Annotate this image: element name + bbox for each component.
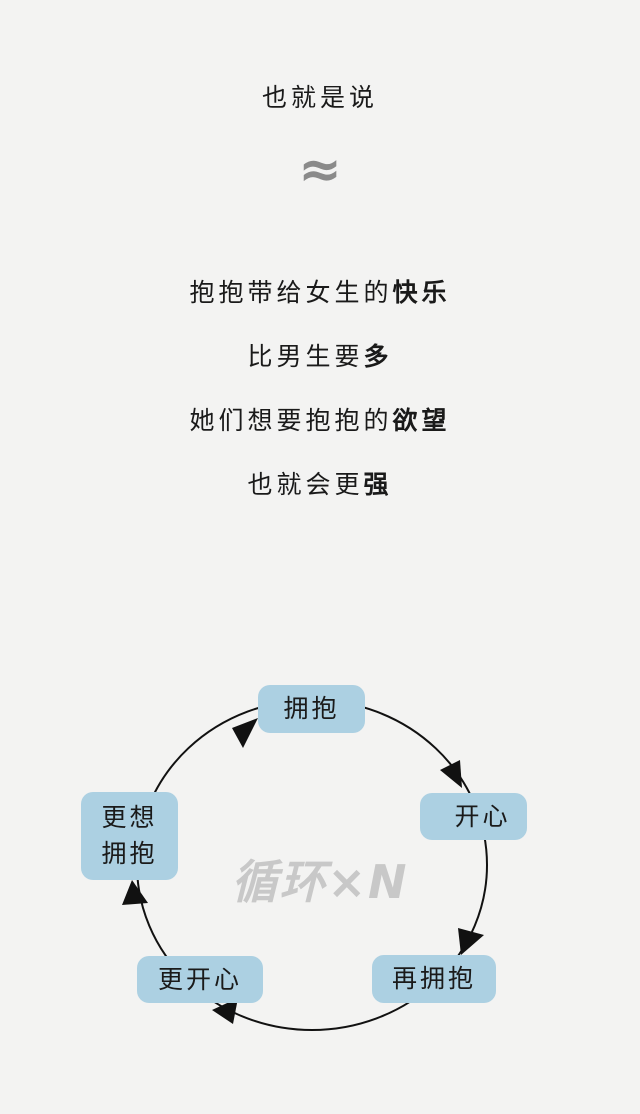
- text-normal: 她们想要抱抱的: [189, 406, 393, 435]
- arrow-head-to-happy: [440, 760, 462, 788]
- node-happier: 更开心: [137, 956, 263, 1003]
- node-want-more-hugs: 更想拥抱: [81, 792, 178, 880]
- text-line-4: 也就会更强: [0, 465, 640, 501]
- node-happy: 开心: [420, 793, 527, 840]
- node-want-more-hugs-label: 更想拥抱: [101, 803, 158, 868]
- node-hug-again: 再拥抱: [372, 955, 496, 1003]
- node-hug: 拥抱: [258, 685, 365, 733]
- arrow-head-to-happier: [212, 998, 238, 1024]
- text-normal: 也就会更: [247, 470, 364, 499]
- text-line-1: 抱抱带给女生的快乐: [0, 273, 640, 309]
- approx-symbol: ≈: [298, 140, 342, 200]
- cycle-center-label: 循环×N: [231, 855, 409, 909]
- text-bold: 快乐: [392, 278, 451, 307]
- arrow-head-to-want-more: [122, 880, 148, 905]
- text-normal: 比男生要: [247, 342, 364, 371]
- text-normal: 抱抱带给女生的: [189, 278, 393, 307]
- text-bold: 欲望: [392, 406, 451, 435]
- arrow-head-to-hug-again: [458, 928, 484, 955]
- text-bold: 多: [363, 342, 393, 371]
- text-bold: 强: [363, 470, 393, 499]
- intro-text: 也就是说: [261, 83, 378, 112]
- text-line-2: 比男生要多: [0, 337, 640, 373]
- arrow-head-to-hug: [232, 718, 258, 748]
- text-line-3: 她们想要抱抱的欲望: [0, 401, 640, 437]
